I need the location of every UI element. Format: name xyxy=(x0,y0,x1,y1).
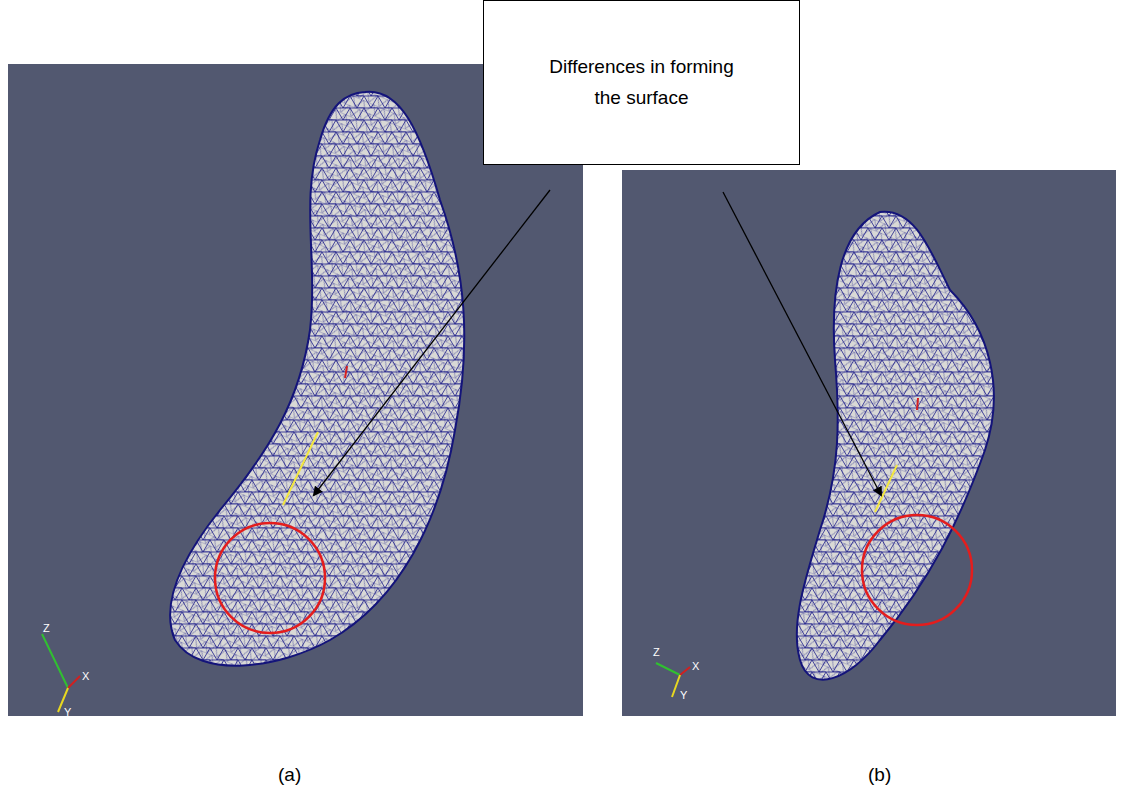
leader-arrow xyxy=(314,190,550,495)
axis-label: Y xyxy=(680,689,687,701)
callout-box: Differences in forming the surface xyxy=(483,0,800,165)
mesh-a xyxy=(170,92,464,666)
panel-label: (a) xyxy=(278,764,301,786)
axis-label: X xyxy=(82,670,89,682)
axis-label: Z xyxy=(653,646,660,658)
callout-text: Differences in forming the surface xyxy=(542,52,742,113)
axis-triad xyxy=(42,634,690,712)
mesh-b xyxy=(797,212,994,680)
leader-arrow xyxy=(723,192,881,495)
axis-label: Z xyxy=(43,622,50,634)
panel-b xyxy=(622,170,1116,716)
axis-label: X xyxy=(692,660,699,672)
axis-label: Y xyxy=(64,706,71,718)
panel-label: (b) xyxy=(868,764,891,786)
